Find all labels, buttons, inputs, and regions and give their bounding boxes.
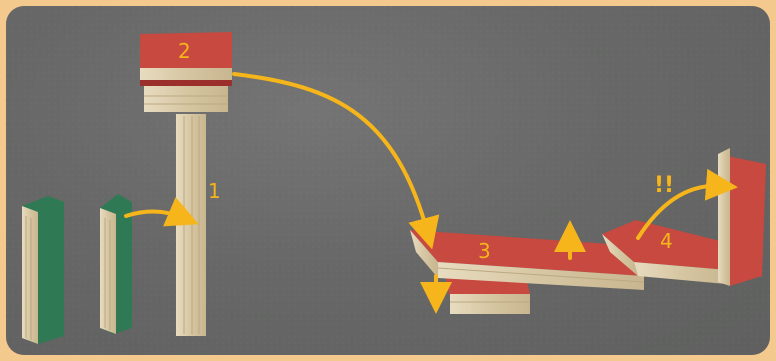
domino-3-plank: [410, 230, 645, 290]
scene-svg: 2 1 3 4 !!: [6, 6, 770, 355]
table-surface: [6, 6, 770, 355]
label-2: 2: [178, 39, 191, 63]
small-domino-base: [446, 278, 530, 314]
annotation-arrows: [124, 72, 738, 314]
arrow-2-to-3: [232, 72, 440, 250]
label-1: 1: [208, 179, 221, 203]
arrow-4-to-right: [636, 168, 738, 240]
domino-photo: 2 1 3 4 !!: [6, 6, 770, 355]
label-4: 4: [660, 229, 673, 253]
arrow-domino-to-1: [124, 196, 199, 227]
green-domino-right: [100, 194, 132, 334]
tall-domino-1: [176, 114, 206, 336]
green-domino-left: [22, 196, 64, 344]
domino-far-right: [718, 148, 766, 286]
label-exclamation: !!: [654, 173, 674, 198]
domino-2-stack: [140, 32, 232, 112]
domino-4-tilted: [602, 220, 728, 284]
label-3: 3: [478, 239, 491, 263]
